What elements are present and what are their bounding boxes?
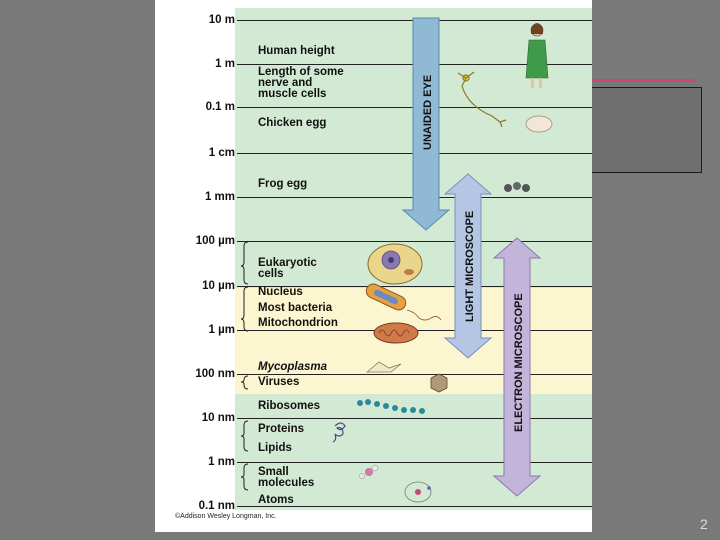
mitochondrion-icon (373, 322, 419, 344)
tick-label: 100 µm (195, 235, 235, 247)
object-label-frog-egg: Frog egg (258, 178, 308, 190)
tick-label: 1 cm (208, 147, 235, 159)
object-label-mycoplasma: Mycoplasma (258, 361, 328, 373)
unaided-eye-arrow (401, 17, 451, 231)
object-label-small-molecules-line1: Small (258, 466, 289, 478)
scale-line (237, 462, 592, 463)
object-label-atoms: Atoms (258, 494, 294, 506)
decorative-accent-line (555, 79, 695, 82)
object-label-human-height: Human height (258, 45, 335, 57)
band-light (235, 288, 592, 394)
protein-icon (332, 422, 346, 443)
chicken-egg-icon (525, 115, 553, 133)
woman-icon (525, 23, 549, 88)
virus-icon (430, 373, 448, 393)
tick-label: 0.1 m (205, 101, 235, 113)
unaided-eye-label: UNAIDED EYE (422, 75, 434, 150)
eukaryotic-cell-icon (367, 243, 423, 285)
tick-label: 1 m (215, 58, 235, 70)
tick-label: 1 µm (208, 324, 235, 336)
copyright-notice: ©Addison Wesley Longman, Inc. (175, 513, 277, 520)
scale-line (237, 418, 592, 419)
band-electron (235, 394, 592, 510)
electron-microscope-arrow (492, 237, 542, 497)
tick-label: 10 nm (201, 412, 235, 424)
bacterium-icon (365, 283, 442, 321)
page-number: 2 (700, 516, 708, 532)
object-label-nerve-line3: muscle cells (258, 88, 327, 100)
tick-label: 1 mm (204, 191, 235, 203)
object-label-nerve-line2: nerve and (258, 77, 313, 89)
tick-label: 10 µm (202, 280, 235, 292)
scale-line (237, 241, 592, 242)
frog-egg-icon (504, 182, 530, 192)
scale-line (237, 506, 592, 507)
size-scale-figure: 10 m 1 m 0.1 m 1 cm 1 mm 100 µm 10 µm 1 … (155, 0, 592, 532)
object-label-viruses: Viruses (258, 376, 300, 388)
light-microscope-arrow (443, 173, 493, 359)
figure-graphics: UNAIDED EYE LIGHT MICROSCOPE ELECTRON MI… (240, 17, 553, 503)
atom-icon (404, 481, 432, 503)
electron-microscope-label: ELECTRON MICROSCOPE (513, 293, 525, 432)
light-microscope-label: LIGHT MICROSCOPE (464, 211, 476, 322)
tick-label: 10 m (208, 14, 235, 26)
object-label-small-molecules-line2: molecules (258, 477, 315, 489)
mycoplasma-icon (365, 361, 402, 373)
object-label-chicken-egg: Chicken egg (258, 117, 327, 129)
object-label-proteins: Proteins (258, 423, 305, 435)
tick-label: 1 nm (208, 456, 235, 468)
label-brackets (240, 241, 249, 491)
object-label-ribosomes: Ribosomes (258, 400, 320, 412)
tick-label: 0.1 nm (198, 500, 235, 512)
object-label-most-bacteria: Most bacteria (258, 302, 333, 314)
tick-label: 100 nm (195, 368, 235, 380)
ribosome-chain-icon (357, 399, 425, 414)
neuron-icon (457, 71, 507, 128)
object-label-nerve-line1: Length of some (258, 66, 344, 78)
object-label-mitochondrion: Mitochondrion (258, 317, 338, 329)
object-label-lipids: Lipids (258, 442, 292, 454)
object-label-eukaryotic-line2: cells (258, 268, 284, 280)
scale-line (237, 286, 592, 287)
small-molecule-icon (359, 464, 379, 479)
object-label-nucleus: Nucleus (258, 286, 303, 298)
scale-line (237, 374, 592, 375)
object-label-eukaryotic-line1: Eukaryotic (258, 257, 317, 269)
